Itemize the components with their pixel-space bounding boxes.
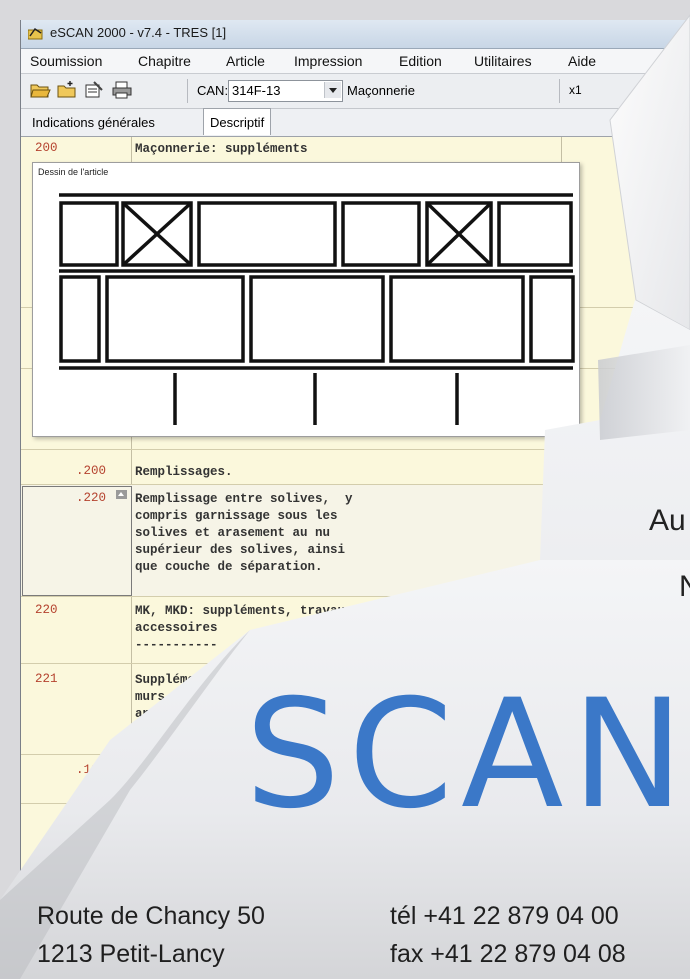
popup-title: Dessin de l'article — [38, 167, 109, 177]
tab-descriptif[interactable]: Descriptif — [203, 108, 272, 135]
table-row-selected[interactable]: .220 Remplissage entre solives, y compri… — [21, 485, 690, 597]
row-number: .181 — [69, 816, 100, 830]
menu-bar: Soumission Chapitre Article Impression E… — [21, 49, 690, 74]
print-icon[interactable] — [111, 80, 133, 100]
row-text: Remplissage entre solives, y compris gar… — [135, 492, 353, 574]
app-icon — [28, 27, 43, 40]
menu-soumission[interactable]: Soumission — [30, 53, 103, 69]
article-drawing-popup: Dessin de l'article — [32, 162, 580, 437]
note-icon[interactable] — [116, 490, 127, 499]
row-text: F — [135, 764, 143, 778]
menu-impression[interactable]: Impression — [294, 53, 363, 69]
tab-indications-generales[interactable]: Indications générales — [32, 115, 155, 130]
phone-number: tél +41 22 879 04 00 — [390, 902, 619, 930]
row-number: 221 — [35, 672, 58, 686]
chevron-down-icon[interactable] — [324, 82, 341, 98]
row-number: .100 — [76, 763, 107, 777]
new-folder-icon[interactable] — [56, 80, 78, 100]
brochure-text-au: Au — [649, 504, 686, 537]
title-bar: eSCAN 2000 - v7.4 - TRES [1] — [21, 20, 690, 49]
menu-chapitre[interactable]: Chapitre — [138, 53, 191, 69]
row-text: Suppléme murs, e angle MKD — [135, 673, 196, 738]
toolbar-separator — [559, 79, 560, 103]
row-text: MK, MKD: suppléments, travaux accessoire… — [135, 604, 353, 652]
menu-aide[interactable]: Aide — [568, 53, 597, 69]
row-text: Maçonnerie: suppléments — [135, 142, 308, 156]
brochure-text-n: N — [679, 570, 690, 603]
brick-wall-drawing — [59, 193, 575, 425]
fax-number: fax +41 22 879 04 08 — [390, 940, 626, 968]
table-row[interactable]: 220 MK, MKD: suppléments, travaux access… — [21, 597, 690, 664]
address-street: Route de Chancy 50 — [37, 902, 265, 930]
toolbar-separator — [187, 79, 188, 103]
menu-utilitaires[interactable]: Utilitaires — [474, 53, 532, 69]
open-folder-icon[interactable] — [29, 80, 51, 100]
multiplier-label: x1 — [569, 83, 582, 97]
can-label: CAN: — [197, 83, 229, 98]
row-number: 220 — [35, 603, 58, 617]
row-number: .220 — [76, 491, 107, 505]
can-select[interactable]: 314F-13 — [228, 80, 343, 102]
tab-bar: Indications générales Descriptif — [21, 108, 690, 137]
address-city: 1213 Petit-Lancy — [37, 940, 225, 968]
table-row[interactable]: .200 Remplissages. — [21, 460, 690, 485]
row-number: 200 — [35, 141, 58, 155]
row-text: Remplissages. — [135, 465, 233, 479]
properties-icon[interactable] — [83, 80, 105, 100]
chapter-name: Maçonnerie — [347, 83, 415, 98]
toolbar: CAN: 314F-13 Maçonnerie x1 — [21, 74, 690, 109]
menu-edition[interactable]: Edition — [399, 53, 442, 69]
can-select-value: 314F-13 — [232, 83, 281, 98]
menu-article[interactable]: Article — [226, 53, 265, 69]
window-title: eSCAN 2000 - v7.4 - TRES [1] — [50, 25, 227, 40]
scan-logo: SCAN — [245, 668, 690, 842]
row-number: .200 — [76, 464, 107, 478]
